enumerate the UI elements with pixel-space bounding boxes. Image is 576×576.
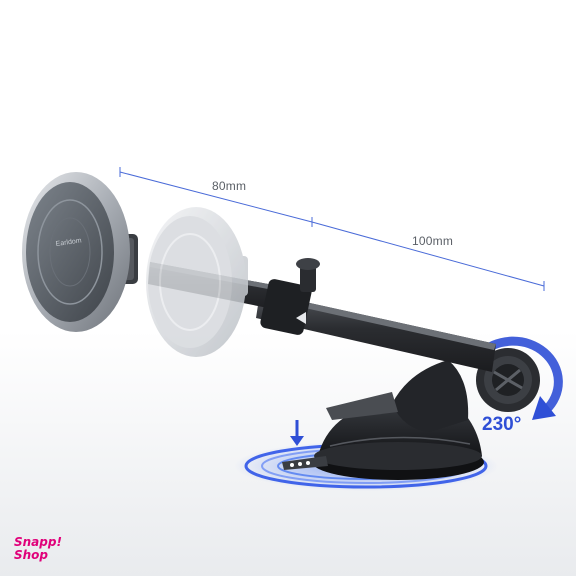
dimension-label-80mm: 80mm — [212, 179, 247, 193]
dimension-label-100mm: 100mm — [412, 234, 454, 248]
magnet-puck-icon: Earldom — [22, 172, 138, 332]
ghost-magnet-puck-icon — [146, 207, 248, 357]
suction-cup-base-icon — [282, 360, 484, 480]
dimension-line-100mm — [311, 221, 545, 287]
rotation-angle-label: 230° — [482, 414, 522, 435]
watermark-line-2: Shop — [14, 548, 49, 562]
puck-brand-text: Earldom — [55, 237, 82, 248]
dimension-line-80mm — [119, 171, 313, 223]
down-arrow-icon — [290, 420, 304, 446]
dimension-lines — [119, 167, 545, 291]
watermark-logo: Snapp! Shop — [14, 536, 62, 562]
watermark-line-1: Snapp! — [14, 535, 62, 549]
rotation-arrow-icon — [475, 336, 563, 420]
